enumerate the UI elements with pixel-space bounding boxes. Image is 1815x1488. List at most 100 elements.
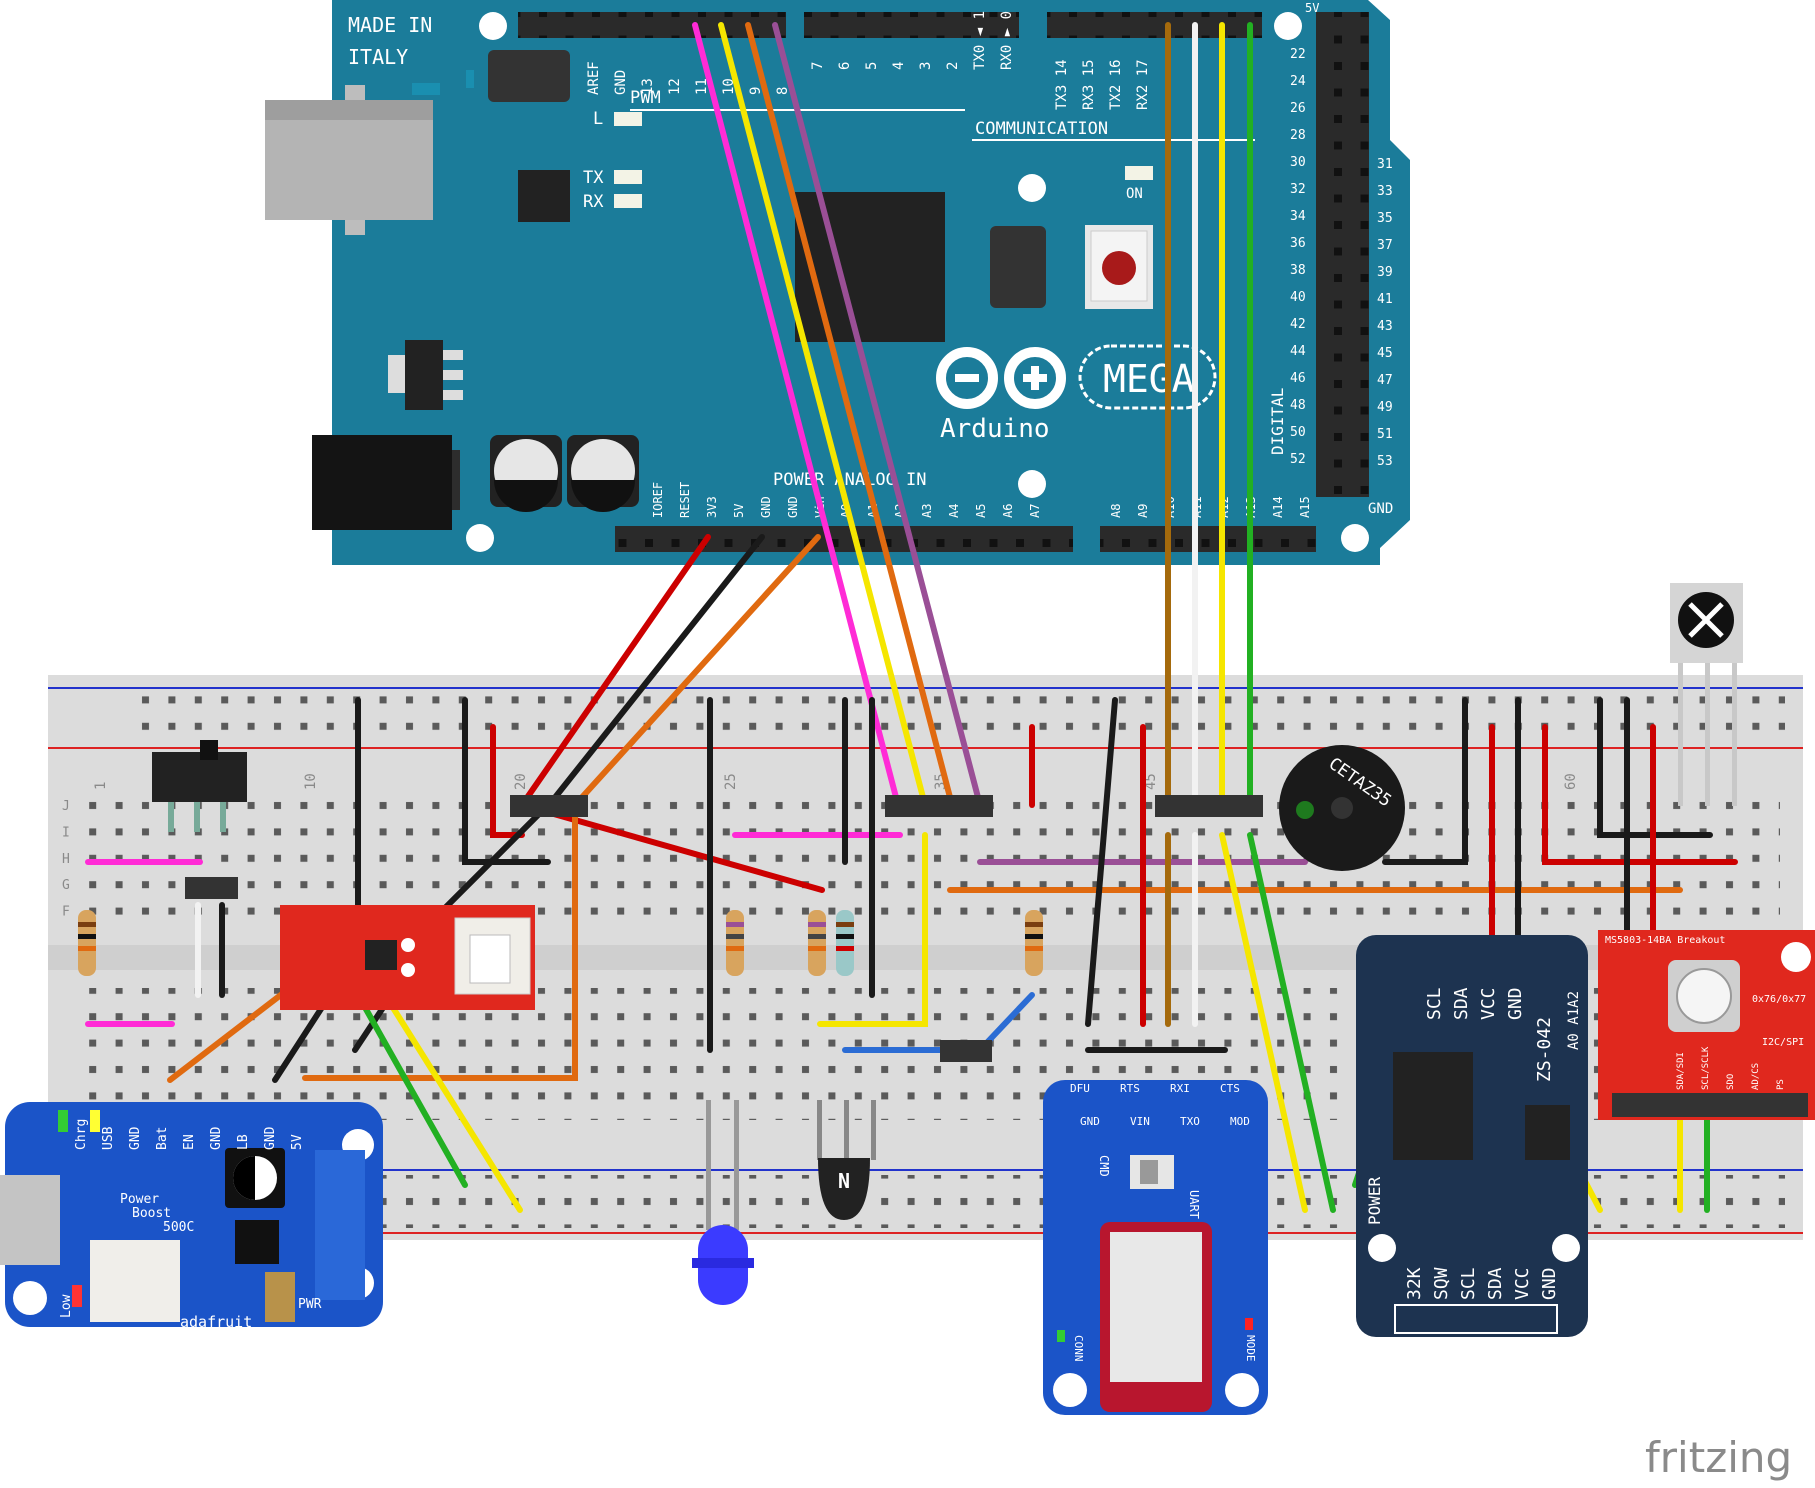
ms5803-bus: I2C/SPI (1762, 1037, 1804, 1048)
digital-label: DIGITAL (1268, 388, 1287, 455)
pin-label: 37 (1377, 238, 1393, 253)
rtc-pin-label: SDA (1485, 1267, 1506, 1300)
pin-label: 48 (1290, 398, 1306, 413)
powerboost-low: Low (59, 1294, 74, 1318)
pin-label: 3 (918, 62, 934, 70)
pin-label: 22 (1290, 47, 1306, 62)
pin-label: A8 (1109, 504, 1123, 518)
capacitor (567, 435, 639, 512)
ms5803-title: MS5803-14BA Breakout (1605, 935, 1725, 946)
pin-label: TX3 14 (1054, 59, 1070, 110)
eeprom-chip (1525, 1105, 1570, 1160)
pin-label: 39 (1377, 265, 1393, 280)
mount-hole (1053, 1373, 1087, 1407)
wire-orange-d9 (745, 22, 955, 808)
powerboost-pin-label: EN (182, 1134, 197, 1150)
pin-label: A6 (1001, 504, 1015, 518)
ms5803-pin-label: SDA/SDI (1676, 1052, 1686, 1090)
pressure-sensor-board: MS5803-14BA Breakout 0x76/0x77 I2C/SPI S… (1598, 930, 1815, 1120)
pin-label: GND (759, 496, 773, 518)
led-l-label: L (593, 109, 603, 129)
bluefruit-pin-label: RTS (1120, 1082, 1140, 1095)
communication-label: COMMUNICATION (975, 119, 1108, 139)
pin-label: 7 (810, 62, 826, 70)
power-analog-label: POWER ANALOG IN (773, 470, 927, 490)
wire-yellow-d10 (718, 22, 928, 808)
powerboost-name-2: Boost (132, 1206, 171, 1221)
rtc-pin-label: SCL (1424, 987, 1445, 1020)
pin-label: TX0 ◄ 1 (972, 11, 988, 70)
column-number: 45 (1143, 773, 1159, 790)
mount-hole (1274, 12, 1302, 40)
wire-purple-d8 (772, 22, 983, 808)
bb-header-comm (1155, 795, 1263, 817)
pin-label: 43 (1377, 319, 1393, 334)
wire-black-rail-1 (1085, 697, 1118, 1027)
pin-label: 6 (837, 62, 853, 70)
five-v-label: 5V (1305, 1, 1319, 15)
pin-label: 9 (748, 87, 764, 95)
row-letter: G (62, 878, 70, 893)
slide-switch[interactable] (152, 740, 247, 832)
pin-label: A15 (1298, 496, 1312, 518)
gnd-label: GND (1368, 501, 1393, 517)
ms5803-pin-label: AD/CS (1751, 1063, 1761, 1090)
pin-label: 32 (1290, 182, 1306, 197)
mount-hole (13, 1281, 47, 1315)
bluefruit-uart: UART (1187, 1190, 1201, 1219)
ms5803-addr: 0x76/0x77 (1752, 994, 1806, 1005)
column-number: 10 (303, 773, 319, 790)
row-letter: J (62, 799, 70, 814)
bluefruit-cmd: CMD (1097, 1155, 1111, 1177)
dc-jack (312, 435, 452, 530)
pin-label: TX2 16 (1108, 59, 1124, 110)
pin-label: 47 (1377, 373, 1393, 388)
powerboost-pin-label: GND (209, 1126, 224, 1150)
pin-label: 8 (775, 87, 791, 95)
rtc-pin-label: GND (1505, 987, 1526, 1020)
italy-label: ITALY (348, 45, 408, 69)
header-top-right (1047, 12, 1262, 38)
capacitor (490, 435, 562, 512)
rtc-pin-label: VCC (1512, 1267, 1533, 1300)
rtc-pin-label: SQW (1431, 1267, 1452, 1300)
arduino-logo: Arduino MEGA (936, 344, 1217, 444)
led-rx (614, 194, 642, 208)
wire-orange-long (302, 802, 578, 1081)
pin-label: 33 (1377, 184, 1393, 199)
transistor: N (817, 1100, 876, 1220)
powerboost-pin-label: GND (128, 1126, 143, 1150)
wire-black-gnd (546, 534, 765, 808)
pin-label: 49 (1377, 400, 1393, 415)
bluefruit-mode: MODE (1244, 1335, 1257, 1362)
ms5803-pin-label: SDO (1726, 1074, 1736, 1090)
pin-label: 30 (1290, 155, 1306, 170)
mount-hole (479, 12, 507, 40)
wires (85, 22, 1738, 1213)
led-tx-label: TX (583, 168, 604, 188)
ms5803-pin-label: PS (1776, 1079, 1786, 1090)
pin-label: 38 (1290, 263, 1306, 278)
voltage-regulator (388, 340, 463, 410)
arduino-mega: MADE IN ITALY PWM L TX RX ON COMMUNICATI… (265, 0, 1410, 565)
rtc-power-label: POWER (1365, 1176, 1384, 1225)
pwm-label: PWM (630, 88, 661, 108)
powerboost-pin-label: Bat (155, 1127, 170, 1150)
pin-label: 12 (667, 78, 683, 95)
rtc-addr: A0 A1A2 (1566, 991, 1582, 1050)
header-top-left (518, 12, 786, 38)
ir-receiver (1670, 583, 1743, 806)
pin-label: 34 (1290, 209, 1306, 224)
pin-label: 3V3 (705, 496, 719, 518)
header-analog-2 (1100, 526, 1316, 552)
made-in-label: MADE IN (348, 13, 432, 37)
battery-connector (90, 1240, 180, 1322)
reset-button[interactable] (1085, 225, 1153, 309)
pin-label: GND (786, 496, 800, 518)
